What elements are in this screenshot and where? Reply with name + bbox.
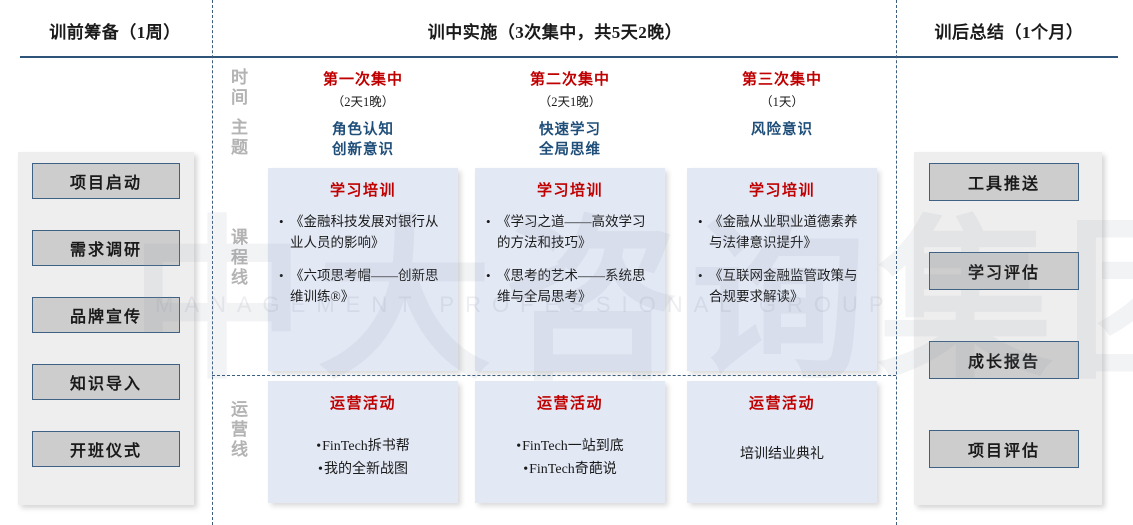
session-3-course-list: 《金融从业职业道德素养与法律意识提升》 《互联网金融监管政策与合规要求解读》 xyxy=(687,212,877,308)
session-3-course-heading: 学习培训 xyxy=(748,183,815,199)
session-1-course-list: 《金融科技发展对银行从业人员的影响》 《六项思考帽——创新思维训练®》 xyxy=(268,212,458,308)
divider-course-operation xyxy=(212,375,896,376)
session-2-header: 第二次集中 （2天1晚） 快速学习 全局思维 xyxy=(475,68,665,160)
phase-header-post: 训后总结（1个月） xyxy=(934,23,1084,42)
session-2-theme-line1: 快速学习 xyxy=(539,122,601,138)
list-item: FinTech拆书帮 xyxy=(268,435,458,458)
pre-step-5-label: 开班仪式 xyxy=(69,443,142,460)
pre-step-5[interactable]: 开班仪式 xyxy=(32,431,180,467)
list-item: 《互联网金融监管政策与合规要求解读》 xyxy=(698,266,868,308)
list-item: FinTech奇葩说 xyxy=(475,458,665,481)
post-step-4-label: 项目评估 xyxy=(967,443,1040,460)
header-rule xyxy=(20,56,1118,58)
session-1-theme-line2: 创新意识 xyxy=(332,141,394,158)
session-2-operation-list: FinTech一站到底 FinTech奇葩说 xyxy=(475,435,665,481)
session-1-duration: （2天1晚） xyxy=(331,95,395,109)
post-step-2[interactable]: 学习评估 xyxy=(929,252,1079,290)
row-label-theme: 主题 xyxy=(228,118,247,158)
session-1-course-heading: 学习培训 xyxy=(329,183,396,199)
pre-step-4-label: 知识导入 xyxy=(69,376,142,393)
session-2-course-heading: 学习培训 xyxy=(536,183,603,199)
post-step-2-label: 学习评估 xyxy=(967,265,1040,282)
session-1-operation-heading: 运营活动 xyxy=(329,396,396,412)
row-label-time: 时间 xyxy=(228,68,247,108)
list-item: 《金融科技发展对银行从业人员的影响》 xyxy=(279,212,449,254)
row-label-course: 课程线 xyxy=(228,228,247,288)
list-item: 《金融从业职业道德素养与法律意识提升》 xyxy=(698,212,868,254)
pre-step-3[interactable]: 品牌宣传 xyxy=(32,297,180,333)
row-label-operation: 运营线 xyxy=(228,400,247,460)
post-step-1[interactable]: 工具推送 xyxy=(929,163,1079,201)
pre-step-2-label: 需求调研 xyxy=(69,242,142,259)
session-3-duration: （1天） xyxy=(760,95,804,109)
list-item: 《学习之道——高效学习的方法和技巧》 xyxy=(486,212,656,254)
list-item: 《思考的艺术——系统思维与全局思考》 xyxy=(486,266,656,308)
divider-left-vertical xyxy=(212,0,213,525)
session-1-operation-list: FinTech拆书帮 我的全新战图 xyxy=(268,435,458,481)
list-item: FinTech一站到底 xyxy=(475,435,665,458)
divider-right-vertical xyxy=(896,0,897,525)
post-step-4[interactable]: 项目评估 xyxy=(929,430,1079,468)
session-2-operation-box[interactable]: 运营活动 FinTech一站到底 FinTech奇葩说 xyxy=(475,381,665,503)
session-1-theme-line1: 角色认知 xyxy=(332,122,394,138)
session-3-course-box[interactable]: 学习培训 《金融从业职业道德素养与法律意识提升》 《互联网金融监管政策与合规要求… xyxy=(687,168,877,371)
post-step-3[interactable]: 成长报告 xyxy=(929,341,1079,379)
pre-step-3-label: 品牌宣传 xyxy=(69,309,142,326)
list-item: 培训结业典礼 xyxy=(740,447,824,462)
session-3-theme-line1: 风险意识 xyxy=(751,122,813,138)
session-2-operation-heading: 运营活动 xyxy=(536,396,603,412)
session-1-header: 第一次集中 （2天1晚） 角色认知 创新意识 xyxy=(268,68,458,160)
pre-step-4[interactable]: 知识导入 xyxy=(32,364,180,400)
list-item: 我的全新战图 xyxy=(268,458,458,481)
session-2-course-box[interactable]: 学习培训 《学习之道——高效学习的方法和技巧》 《思考的艺术——系统思维与全局思… xyxy=(475,168,665,371)
session-1-title: 第一次集中 xyxy=(322,72,403,88)
pre-step-1-label: 项目启动 xyxy=(69,175,142,192)
post-step-3-label: 成长报告 xyxy=(967,354,1040,371)
session-2-course-list: 《学习之道——高效学习的方法和技巧》 《思考的艺术——系统思维与全局思考》 xyxy=(475,212,665,308)
session-3-operation-list: 培训结业典礼 xyxy=(687,443,877,466)
pre-step-2[interactable]: 需求调研 xyxy=(32,230,180,266)
post-step-1-label: 工具推送 xyxy=(967,176,1040,193)
session-3-header: 第三次集中 （1天） 风险意识 xyxy=(687,68,877,141)
pre-step-1[interactable]: 项目启动 xyxy=(32,163,180,199)
session-2-title: 第二次集中 xyxy=(529,72,610,88)
phase-header-pre: 训前筹备（1周） xyxy=(49,23,181,42)
session-3-title: 第三次集中 xyxy=(741,72,822,88)
session-1-operation-box[interactable]: 运营活动 FinTech拆书帮 我的全新战图 xyxy=(268,381,458,503)
session-3-operation-heading: 运营活动 xyxy=(748,396,815,412)
session-2-theme-line2: 全局思维 xyxy=(539,141,601,158)
session-3-operation-box[interactable]: 运营活动 培训结业典礼 xyxy=(687,381,877,503)
session-1-course-box[interactable]: 学习培训 《金融科技发展对银行从业人员的影响》 《六项思考帽——创新思维训练®》 xyxy=(268,168,458,371)
phase-header-mid: 训中实施（3次集中，共5天2晚） xyxy=(427,23,683,42)
list-item: 《六项思考帽——创新思维训练®》 xyxy=(279,266,449,308)
session-2-duration: （2天1晚） xyxy=(538,95,602,109)
